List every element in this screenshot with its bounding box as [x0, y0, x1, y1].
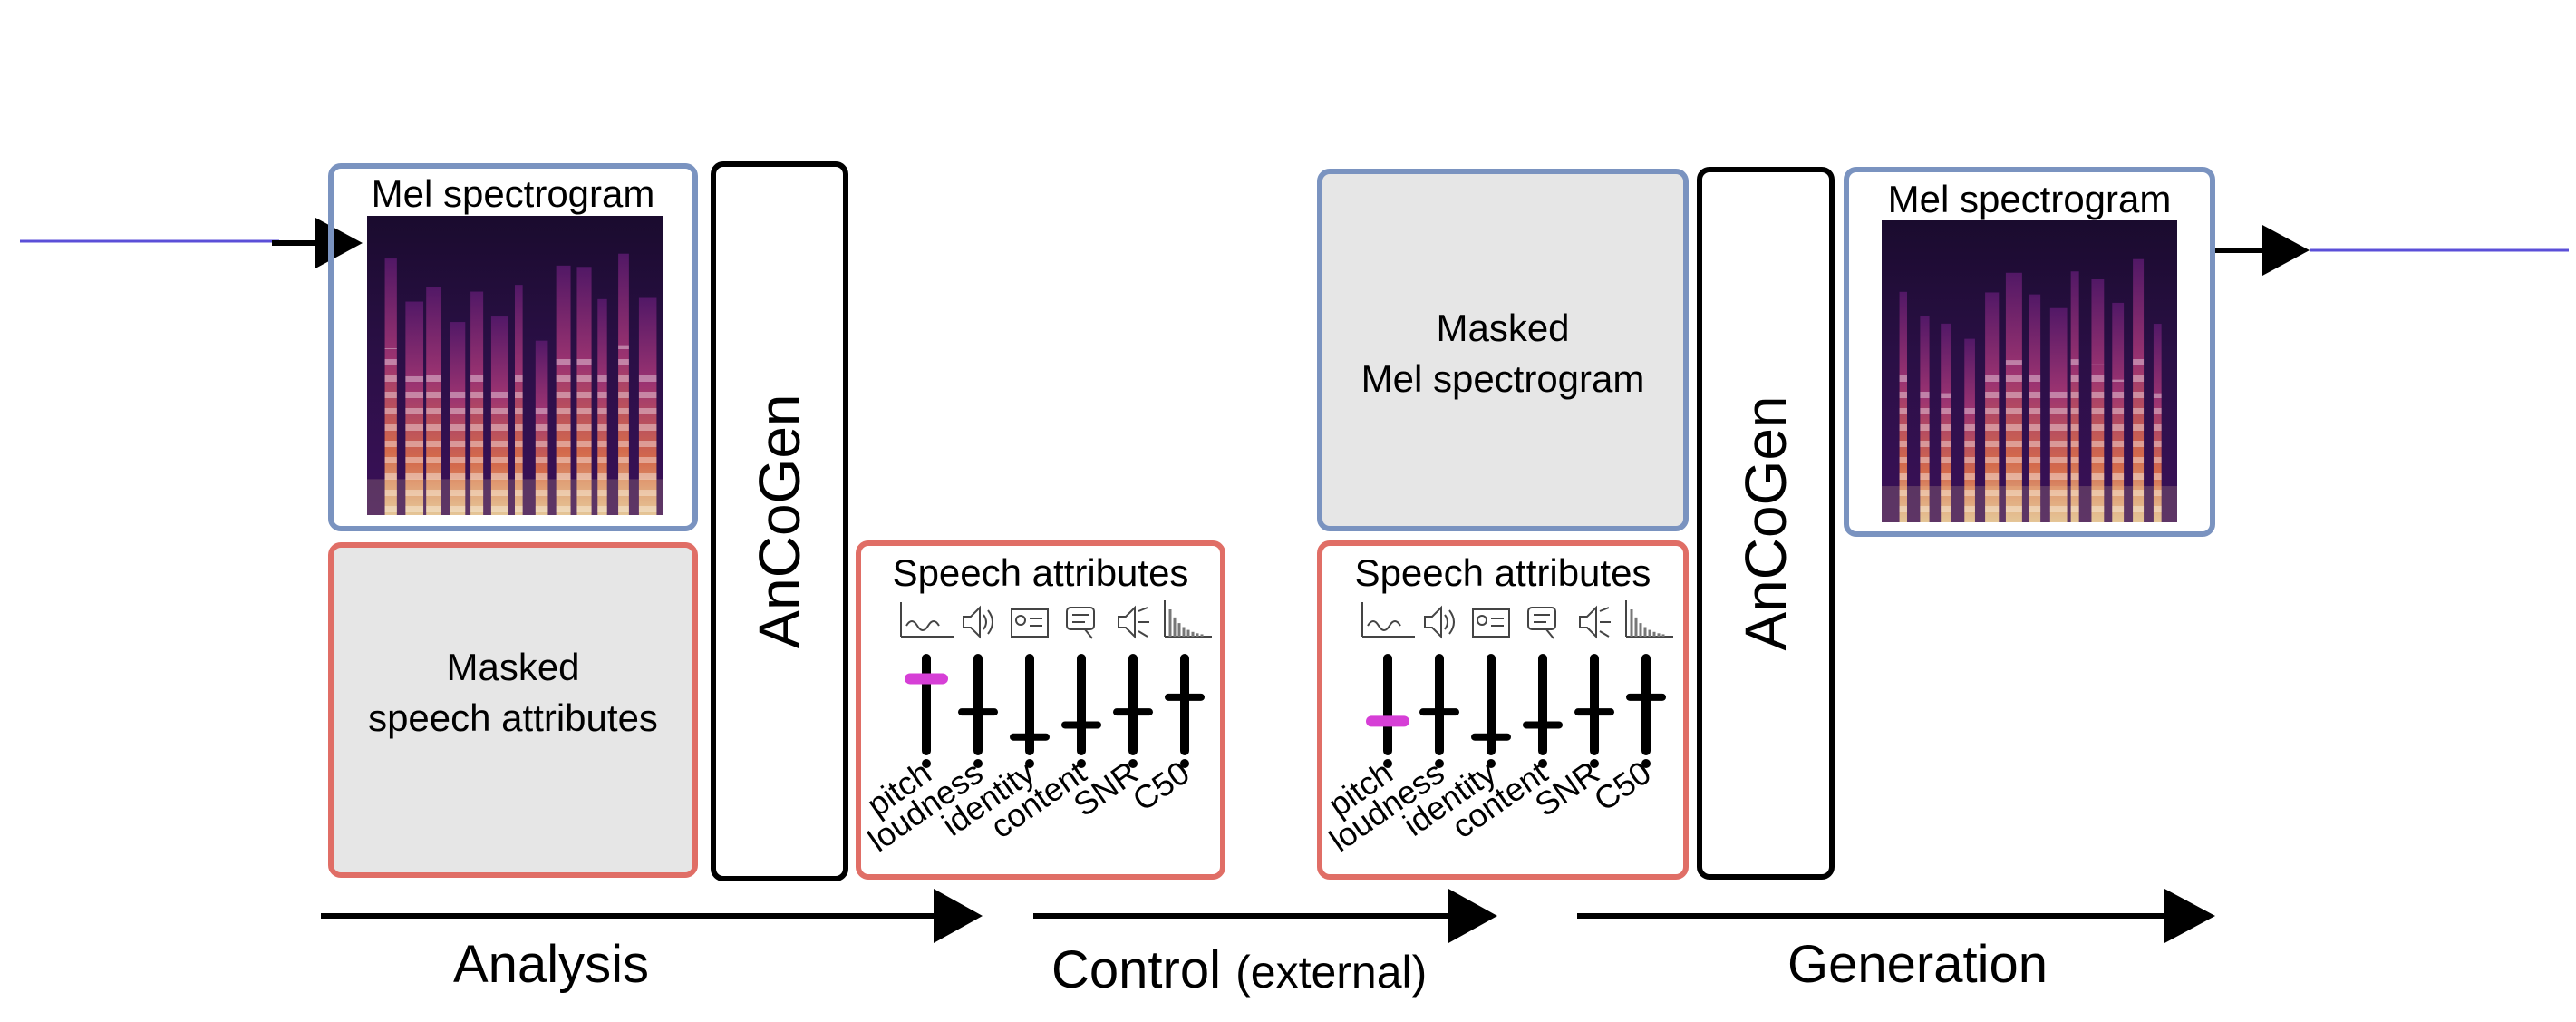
stage-control-note: (external) — [1235, 947, 1428, 998]
stage-generation: Generation — [1787, 935, 2048, 994]
masked-mel-label-1: Masked — [1436, 307, 1570, 349]
slider-end-dot — [1128, 759, 1138, 768]
mel-spectrogram-image — [367, 216, 663, 515]
speech-bubble-icon — [1066, 607, 1095, 639]
slider-end-dot — [1538, 759, 1547, 768]
speech-bubble-icon — [1527, 607, 1556, 639]
ancogen-generation-block: AnCoGen — [1697, 167, 1835, 880]
output-arrow — [2215, 225, 2310, 276]
stage-control: Control (external) — [1051, 939, 1427, 1000]
id-card-icon — [1472, 608, 1510, 638]
speech-attributes-label: speech attributes — [368, 696, 658, 739]
slider-end-dot — [1077, 759, 1086, 768]
pitch-contour-icon — [900, 602, 954, 638]
slider-end-dot — [1435, 759, 1444, 768]
mel-spectrogram-output-panel: Mel spectrogram — [1844, 167, 2215, 537]
input-arrow — [272, 218, 363, 268]
reverb-decay-icon — [1625, 600, 1673, 638]
reverb-decay-icon — [1164, 600, 1212, 638]
slider-end-dot — [922, 759, 931, 768]
speech-attributes-title: Speech attributes — [892, 551, 1189, 594]
masked-speech-attributes-panel: Masked speech attributes — [328, 542, 698, 878]
pitch-contour-icon — [1361, 602, 1415, 638]
mel-spectrogram-panel: Mel spectrogram — [328, 163, 698, 531]
slider-end-dot — [1641, 759, 1651, 768]
speaker-volume-icon — [1424, 605, 1455, 639]
ancogen-generation-label: AnCoGen — [1733, 395, 1798, 651]
masked-mel-label-2: Mel spectrogram — [1361, 357, 1645, 400]
mel-spectrogram-title: Mel spectrogram — [371, 172, 655, 215]
slider-end-dot — [1383, 759, 1392, 768]
stage-control-label: Control — [1051, 940, 1221, 999]
speaker-volume-icon — [963, 605, 993, 639]
masked-label: Masked — [446, 646, 580, 688]
ancogen-analysis-block: AnCoGen — [711, 161, 848, 881]
input-waveform-icon — [20, 193, 279, 289]
slider-end-dot — [1180, 759, 1189, 768]
slider-end-dot — [1590, 759, 1599, 768]
slider-end-dot — [973, 759, 983, 768]
mel-spectrogram-output-title: Mel spectrogram — [1887, 178, 2172, 220]
analysis-arrow — [321, 889, 983, 943]
slider-end-dot — [1487, 759, 1496, 768]
ancogen-label: AnCoGen — [747, 394, 812, 649]
speech-attributes-external-title: Speech attributes — [1354, 551, 1651, 594]
noise-speaker-icon — [1118, 605, 1149, 639]
noise-speaker-icon — [1579, 605, 1611, 639]
slider-end-dot — [1025, 759, 1034, 768]
mel-spectrogram-output-image — [1882, 220, 2177, 522]
control-arrow — [1033, 889, 1497, 943]
output-waveform-icon — [2310, 200, 2569, 300]
generation-arrow — [1577, 889, 2215, 943]
id-card-icon — [1011, 608, 1049, 638]
masked-mel-spectrogram-panel: Masked Mel spectrogram — [1317, 169, 1689, 531]
stage-analysis: Analysis — [453, 935, 649, 994]
